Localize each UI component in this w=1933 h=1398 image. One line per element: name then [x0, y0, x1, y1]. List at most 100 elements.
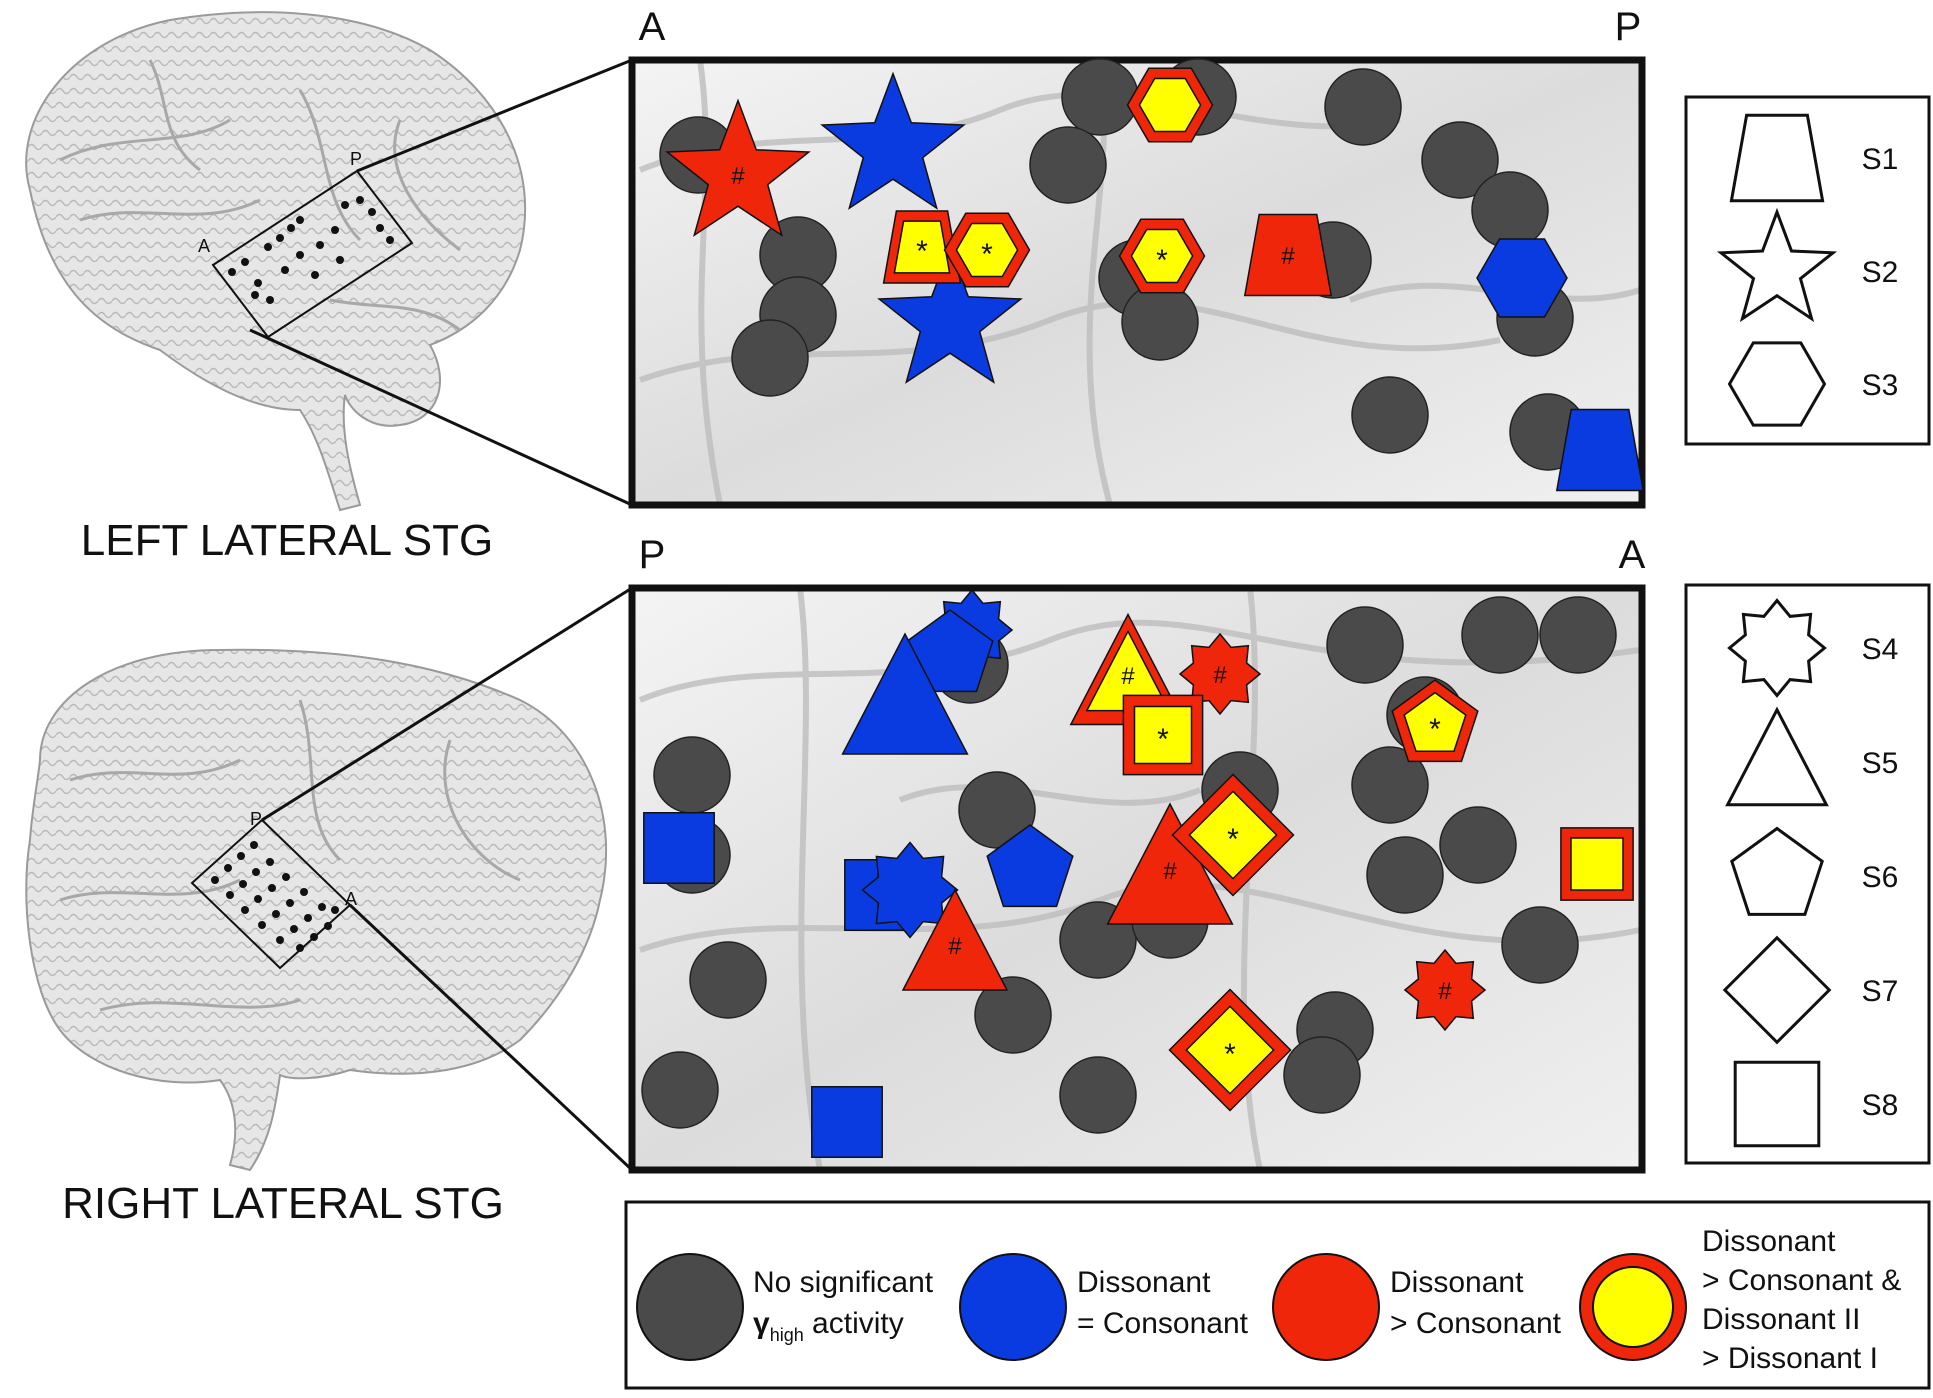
electrode-triangle-red [901, 888, 1009, 991]
left-brain-inset-p: P [350, 149, 362, 169]
electrode-star5-blue [877, 245, 1023, 384]
legend-square-icon [1733, 1060, 1821, 1148]
electrode-circle-gray [1351, 746, 1429, 824]
electrode-square-blue [811, 1086, 883, 1158]
legend-gray-swatch [636, 1253, 744, 1361]
legend-blue-swatch [959, 1253, 1067, 1361]
electrode-circle-gray [731, 319, 809, 397]
electrode-diamond-yellow-inner [1185, 1005, 1275, 1095]
electrode-hexagon-blue [1476, 238, 1568, 318]
electrode-pentagon-blue [986, 824, 1074, 908]
legend-gray-line1: No significant [753, 1266, 934, 1299]
hash-marker: # [1281, 243, 1295, 270]
top-panel-electrodes: # * * * # [659, 58, 1645, 492]
legend-yellow-line2: > Consonant & [1702, 1264, 1901, 1297]
electrode-star5-red [665, 98, 811, 237]
electrode-circle-gray [1283, 1036, 1361, 1114]
electrode-circle-gray [1351, 376, 1429, 454]
bottom-zoom-panel: # # * * # # * * # [628, 584, 1646, 1174]
electrode-circle-gray [1324, 68, 1402, 146]
asterisk-marker: * [981, 238, 993, 271]
left-brain-inset-a: A [198, 236, 210, 256]
electrode-circle-gray [689, 941, 767, 1019]
electrode-star8-red [1403, 948, 1487, 1032]
right-brain-electrodes [211, 841, 339, 952]
legend-pentagon-icon [1730, 826, 1824, 916]
electrode-trapezoid-red [1243, 213, 1333, 297]
legend-s5-label: S5 [1862, 747, 1899, 780]
electrode-trapezoid-blue [1555, 408, 1645, 492]
asterisk-marker: * [1429, 713, 1441, 746]
electrode-pentagon-blue [906, 609, 994, 693]
asterisk-marker: * [1156, 244, 1168, 277]
electrode-square-yellow-inner [1570, 837, 1624, 891]
electrode-circle-gray [1461, 596, 1539, 674]
color-legend: No significant γhigh activity Dissonant … [624, 1200, 1931, 1390]
electrode-circle-gray [1121, 283, 1199, 361]
electrode-hexagon-yellow-inner [955, 222, 1019, 278]
hash-marker: # [1213, 662, 1227, 689]
legend-diamond-icon [1722, 935, 1832, 1045]
legend-s4-label: S4 [1862, 633, 1899, 666]
electrode-square-yellow-inner [1133, 705, 1193, 765]
legend-yellow-line1: Dissonant [1702, 1225, 1836, 1258]
hash-marker: # [1163, 858, 1177, 885]
hash-marker: # [1121, 663, 1135, 690]
right-brain-render: P A [25, 648, 608, 1172]
electrode-hexagon-yellow-inner [1138, 77, 1202, 133]
hash-marker: # [1438, 978, 1452, 1005]
hash-marker: # [948, 933, 962, 960]
right-brain-inset-a: A [345, 889, 357, 909]
electrode-circle-gray [1061, 58, 1139, 136]
legend-yellow-swatch-inner [1592, 1266, 1674, 1348]
left-brain-inset-box [211, 169, 414, 339]
electrode-circle-gray [653, 736, 731, 814]
left-brain-electrodes [228, 196, 394, 304]
electrode-circle-gray [1029, 126, 1107, 204]
legend-red-line2: > Consonant [1390, 1307, 1562, 1340]
electrode-circle-gray [974, 976, 1052, 1054]
legend-yellow-line4: > Dissonant I [1702, 1342, 1878, 1375]
legend-s6-label: S6 [1862, 861, 1899, 894]
top-panel-left-label: A [639, 5, 666, 49]
asterisk-marker: * [1227, 823, 1239, 856]
legend-s1-label: S1 [1862, 143, 1899, 176]
legend-hexagon-icon [1727, 341, 1827, 427]
top-zoom-panel: # * * * # [628, 56, 1646, 509]
right-brain-inset-p: P [250, 809, 262, 829]
legend-star5-icon [1716, 207, 1838, 323]
bottom-panel-right-label: A [1619, 533, 1646, 577]
left-brain-caption: LEFT LATERAL STG [81, 516, 493, 565]
left-brain-render: A P [25, 11, 527, 512]
electrode-circle-gray [1501, 906, 1579, 984]
electrode-star8-red [1178, 632, 1262, 716]
electrode-trapezoid-yellow-inner [893, 220, 951, 274]
legend-trapezoid-icon [1729, 113, 1825, 203]
electrode-circle-gray [1366, 836, 1444, 914]
legend-s3-label: S3 [1862, 369, 1899, 402]
hash-marker: # [731, 163, 745, 190]
asterisk-marker: * [1224, 1038, 1236, 1071]
legend-yellow-line3: Dissonant II [1702, 1303, 1860, 1336]
legend-red-swatch [1272, 1253, 1380, 1361]
right-brain-caption: RIGHT LATERAL STG [62, 1179, 504, 1228]
asterisk-marker: * [1157, 723, 1169, 756]
legend-blue-line2: = Consonant [1077, 1307, 1249, 1340]
legend-star8-icon [1727, 598, 1827, 698]
legend-red-line1: Dissonant [1390, 1266, 1524, 1299]
legend-gray-line2: γhigh activity [753, 1307, 904, 1345]
electrode-pentagon-yellow-inner [1403, 691, 1467, 752]
legend-s2-label: S2 [1862, 256, 1899, 289]
electrode-circle-gray [641, 1051, 719, 1129]
legend-s8-label: S8 [1862, 1089, 1899, 1122]
electrode-circle-gray [958, 771, 1036, 849]
electrode-circle-gray [1439, 806, 1517, 884]
bottom-panel-left-label: P [639, 533, 666, 577]
legend-triangle-icon [1725, 706, 1829, 807]
legend-s7-label: S7 [1862, 975, 1899, 1008]
asterisk-marker: * [916, 235, 928, 268]
electrode-star5-blue [820, 71, 966, 210]
electrode-diamond-yellow-inner [1188, 790, 1278, 880]
